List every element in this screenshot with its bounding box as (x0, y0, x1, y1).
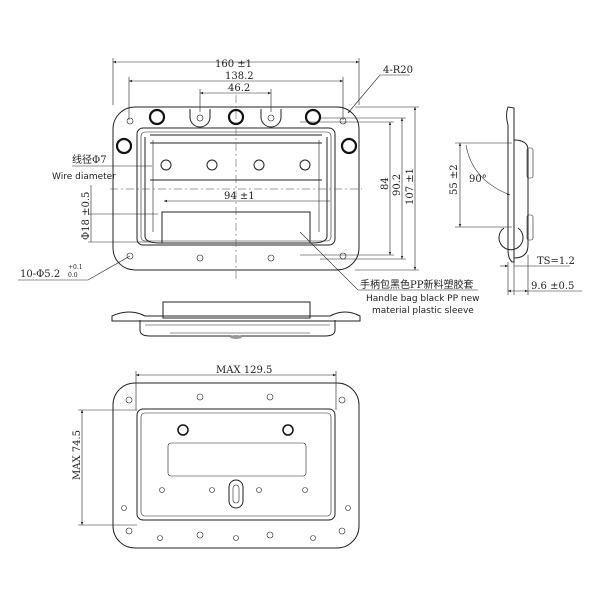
mount-tol-lower: 0.0 (68, 272, 78, 279)
thickness-label: TS=1.2 (537, 256, 575, 267)
side-view: 55 ±2 90° TS=1.2 9.6 ±0.5 (449, 106, 582, 295)
dim-84: 84 (380, 177, 391, 190)
angle-label: 90° (469, 174, 487, 185)
max-width-label: MAX 129.5 (216, 365, 272, 376)
wire-diameter-cn: 线径Φ7 (72, 153, 107, 166)
grip-holes (160, 159, 311, 171)
sleeve-label-en-1: Handle bag black PP new (366, 294, 479, 304)
wire-diameter-en: Wire diameter (52, 172, 116, 182)
rivet-boss (148, 108, 166, 126)
sleeve-label-en-2: material plastic sleeve (372, 306, 474, 316)
rivet-boss (115, 137, 133, 155)
mounting-holes (126, 114, 347, 262)
bottom-view: MAX 129.5 MAX 74.5 (72, 365, 360, 549)
dim-overall-width: 160 ±1 (215, 59, 252, 70)
rivet-boss (304, 108, 322, 126)
dim-90-2: 90.2 (392, 174, 403, 196)
mount-holes-label: 10-Φ5.2 (20, 269, 60, 280)
dim-center-holes: 46.2 (228, 83, 250, 94)
corner-radius-label: 4-R20 (383, 65, 413, 76)
rivet-boss (340, 137, 358, 155)
handle-bars (150, 134, 322, 181)
hinge-tabs (189, 109, 282, 128)
max-height-label: MAX 74.5 (72, 430, 83, 480)
sleeve-label-cn: 手柄包黑色PP新料塑胶套 (360, 278, 473, 291)
dim-grip-length: 94 ±1 (224, 191, 255, 202)
dim-swing: 55 ±2 (449, 164, 460, 195)
dim-overall-height: 107 ±1 (405, 168, 416, 205)
grip-diameter: Φ18 ±0.5 (81, 192, 92, 240)
depth-label: 9.6 ±0.5 (531, 281, 574, 292)
elevation-view (111, 301, 361, 339)
dim-hole-span: 138.2 (225, 71, 254, 82)
top-view: 160 ±1 138.2 46.2 94 ±1 84 90.2 107 ±1 4… (18, 58, 479, 316)
mount-tol-upper: +0.1 (68, 264, 83, 271)
